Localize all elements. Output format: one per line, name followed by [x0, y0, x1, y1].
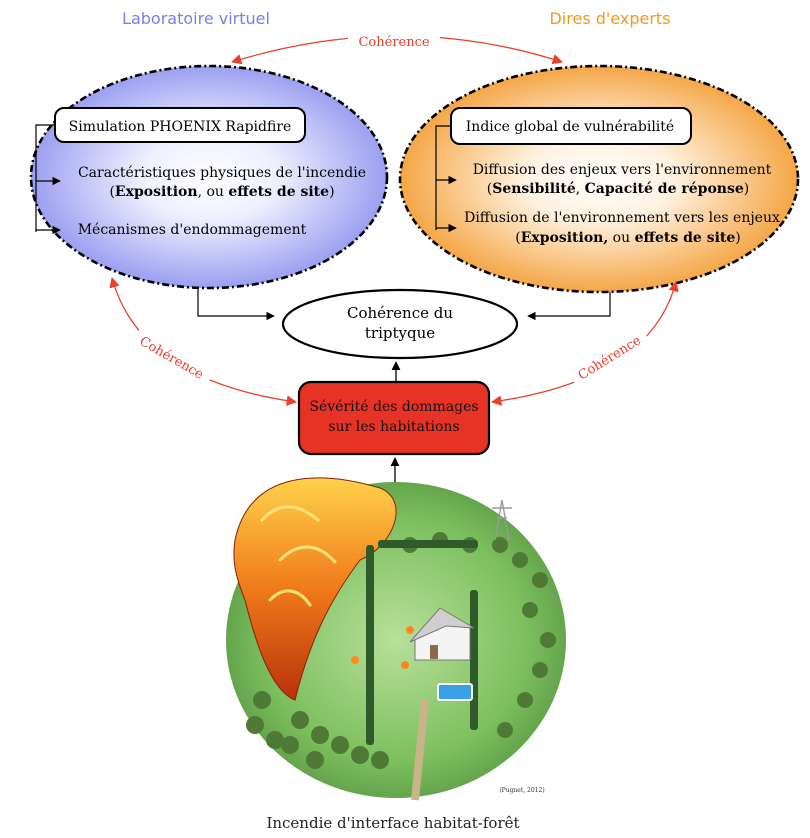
severity-line2: sur les habitations — [328, 419, 459, 435]
forest-fire-illustration — [226, 477, 566, 801]
left-item1-line1: Caractéristiques physiques de l'incendie — [78, 165, 366, 181]
severity-box — [297, 380, 491, 456]
right-header: Dires d'experts — [549, 9, 670, 28]
house-icon — [409, 607, 475, 661]
coherence-label-top: Cohérence — [358, 35, 429, 50]
left-title: Simulation PHOENIX Rapidfire — [69, 119, 292, 135]
right-item2-line2: (Exposition, ou effets de site) — [515, 230, 741, 246]
right-title: Indice global de vulnérabilité — [466, 119, 674, 135]
right-to-center-connector — [527, 292, 611, 321]
illustration-caption: Incendie d'interface habitat-forêt — [266, 814, 519, 832]
right-item2-line1: Diffusion de l'environnement vers les en… — [464, 210, 780, 226]
illustration-credit: (Pugnet, 2012) — [499, 787, 544, 794]
right-item1-line2: (Sensibilité, Capacité de réponse) — [487, 181, 749, 197]
right-ellipse — [398, 64, 800, 294]
center-line2: triptyque — [365, 324, 435, 342]
pylon-icon — [492, 499, 512, 541]
left-item1-line2: (Exposition, ou effets de site) — [109, 184, 334, 200]
left-to-center-connector — [197, 288, 275, 321]
right-item1-line1: Diffusion des enjeux vers l'environnemen… — [473, 162, 772, 178]
left-header: Laboratoire virtuel — [122, 9, 270, 28]
fire-flames — [233, 477, 397, 701]
center-line1: Cohérence du — [347, 304, 453, 322]
pool-icon — [437, 683, 473, 701]
left-item2: Mécanismes d'endommagement — [78, 222, 307, 238]
left-bracket — [35, 124, 55, 232]
right-bracket — [435, 125, 451, 230]
severity-line1: Sévérité des dommages — [309, 399, 478, 415]
